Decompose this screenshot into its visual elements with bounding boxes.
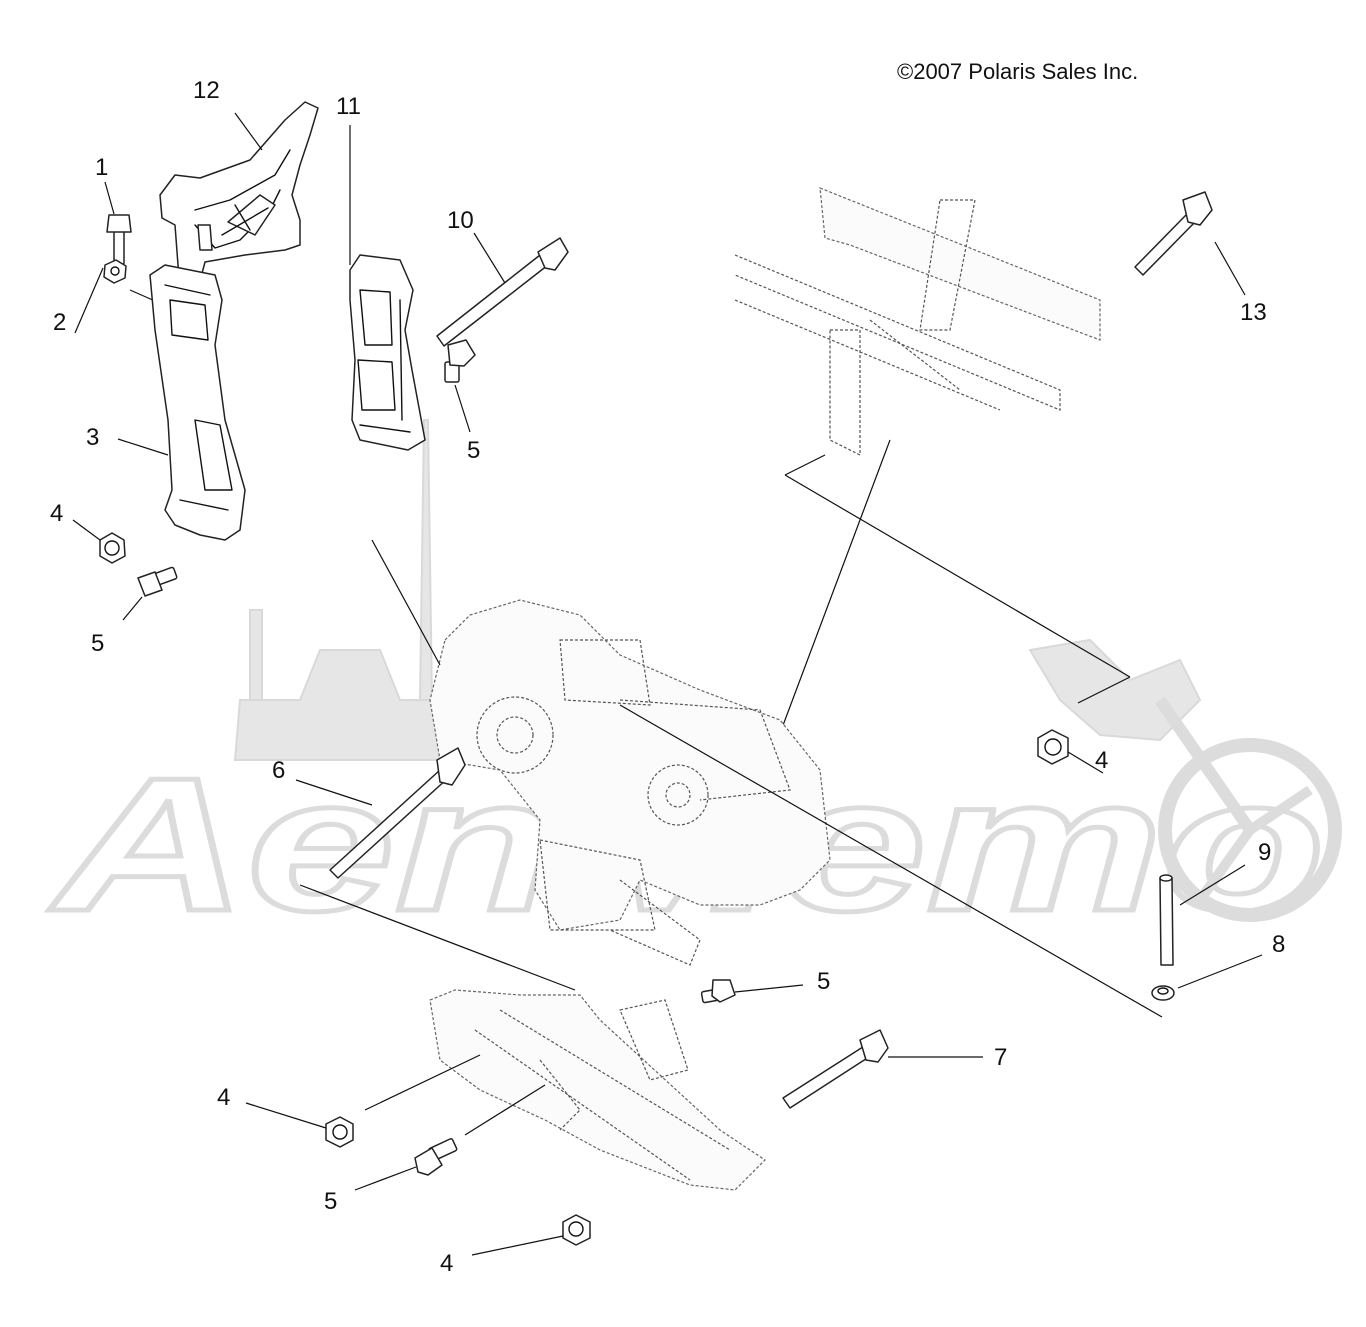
part-11-bracket	[349, 254, 426, 451]
callout-12: 12	[193, 77, 220, 104]
callout-4c: 4	[217, 1084, 230, 1111]
part-5-bolt-d	[414, 1138, 458, 1176]
part-5-bolt-a	[137, 566, 178, 597]
callout-2: 2	[53, 309, 66, 336]
callout-5d: 5	[324, 1188, 337, 1215]
part-10-long-bolt	[436, 237, 569, 347]
leader-5a	[122, 596, 143, 621]
part-4-flange-nut-a	[99, 532, 126, 564]
leader-4a	[72, 519, 101, 541]
frame-upper	[734, 187, 1101, 456]
leader-10	[473, 232, 506, 284]
leader-5c	[734, 984, 804, 993]
copyright-text: ©2007 Polaris Sales Inc.	[897, 59, 1138, 84]
leader-3	[117, 438, 169, 456]
leader-2	[74, 267, 104, 334]
callout-13: 13	[1240, 299, 1267, 326]
engine-assembly	[429, 599, 831, 966]
part-1-bolt	[106, 214, 132, 266]
callout-7: 7	[994, 1044, 1007, 1071]
part-9-pin	[1159, 874, 1174, 966]
part-6-long-bolt	[329, 747, 466, 879]
part-4-flange-nut-d	[562, 1214, 591, 1246]
leader-6	[295, 779, 373, 806]
callout-4a: 4	[50, 500, 63, 527]
callout-6: 6	[272, 757, 285, 784]
part-4-flange-nut-b	[1037, 729, 1069, 765]
callout-3: 3	[86, 424, 99, 451]
leader-9	[1179, 864, 1246, 906]
callout-5b: 5	[467, 437, 480, 464]
leader-8	[1177, 954, 1263, 989]
callout-4b: 4	[1095, 747, 1108, 774]
leader-4d	[471, 1235, 564, 1256]
leader-1	[104, 181, 115, 215]
part-13-bolt	[1134, 191, 1213, 276]
callout-labels: 1 2 3 4 5 12 11 10 5 13 4 6 9 8 5 7 4 5 …	[50, 77, 1285, 1277]
part-5-bolt-b	[444, 339, 476, 383]
callout-8: 8	[1272, 931, 1285, 958]
callout-1: 1	[95, 154, 108, 181]
leader-12	[234, 112, 263, 151]
leader-4c	[245, 1102, 327, 1129]
callout-10: 10	[447, 207, 474, 234]
part-7-long-bolt	[782, 1029, 889, 1109]
part-8-clip	[1151, 985, 1175, 1001]
part-5-bolt-c	[700, 979, 736, 1004]
callout-11: 11	[336, 93, 361, 120]
frame-lower	[429, 989, 766, 1191]
part-4-flange-nut-c	[325, 1116, 354, 1148]
part-2-nut	[103, 259, 127, 284]
leader-4b	[1067, 751, 1104, 774]
part-3-mount-bracket	[149, 264, 246, 541]
part-12-bracket	[159, 101, 319, 301]
callout-9: 9	[1258, 839, 1271, 866]
callout-5a: 5	[91, 630, 104, 657]
callout-4d: 4	[440, 1250, 453, 1277]
leader-5d	[354, 1166, 417, 1191]
leader-13	[1214, 241, 1246, 296]
callout-5c: 5	[817, 968, 830, 995]
leader-5b	[454, 384, 471, 433]
